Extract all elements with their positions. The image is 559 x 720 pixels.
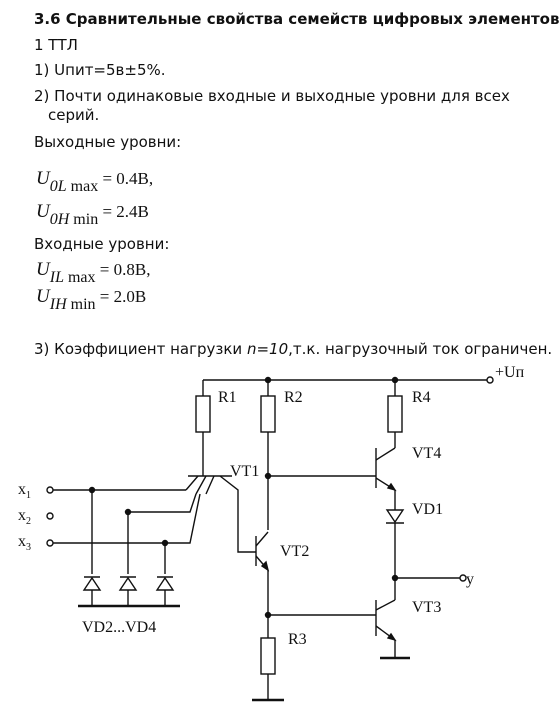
formula-uil-max: UIL max = 0.8B,: [36, 259, 151, 286]
label-vt2: VT2: [280, 543, 309, 560]
label-supply: +Uп: [495, 364, 525, 381]
diode-vd1: [385, 509, 405, 524]
formula-uih-min: UIH min = 2.0B: [36, 286, 147, 313]
input-x1: [46, 486, 54, 494]
input-x3: [46, 539, 54, 547]
input-x2: [46, 512, 54, 520]
label-x2: x2: [18, 507, 31, 527]
label-vd1: VD1: [412, 501, 443, 518]
family-label: 1 ТТЛ: [34, 36, 78, 54]
label-vt3: VT3: [412, 599, 441, 616]
supply-voltage-text: 1) Uпит=5в±5%.: [34, 61, 166, 79]
label-vt4: VT4: [412, 445, 441, 462]
resistor-r2: [260, 395, 276, 433]
resistor-r1: [195, 395, 211, 433]
label-vt1: VT1: [230, 463, 259, 480]
output-terminal: [459, 574, 467, 582]
section-heading: 3.6 Сравнительные свойства семейств цифр…: [34, 10, 559, 28]
levels-text-cont: серий.: [48, 106, 100, 124]
formula-u0h-min: U0H min = 2.4B: [36, 201, 149, 228]
label-x1: x1: [18, 481, 31, 501]
input-levels-title: Входные уровни:: [34, 235, 170, 253]
label-vd2-vd4: VD2...VD4: [82, 619, 156, 636]
supply-terminal: [486, 376, 494, 384]
label-r3: R3: [288, 631, 307, 648]
ttl-schematic: +Uп R1 R2 R4 VT1 VT4 VD1 VT2 y VT3 R3 VD…: [18, 364, 525, 702]
diode-vd2: [82, 576, 102, 591]
label-r1: R1: [218, 389, 237, 406]
output-levels-title: Выходные уровни:: [34, 133, 182, 151]
label-x3: x3: [18, 533, 31, 553]
label-r2: R2: [284, 389, 303, 406]
load-factor-text: 3) Коэффициент нагрузки n=10,т.к. нагруз…: [34, 340, 553, 358]
label-y: y: [466, 571, 474, 588]
label-r4: R4: [412, 389, 431, 406]
resistor-r3: [260, 637, 276, 675]
diode-vd4: [155, 576, 175, 591]
levels-text: 2) Почти одинаковые входные и выходные у…: [34, 87, 510, 105]
diode-vd3: [118, 576, 138, 591]
formula-u0l-max: U0L max = 0.4B,: [36, 168, 154, 195]
resistor-r4: [387, 395, 403, 433]
